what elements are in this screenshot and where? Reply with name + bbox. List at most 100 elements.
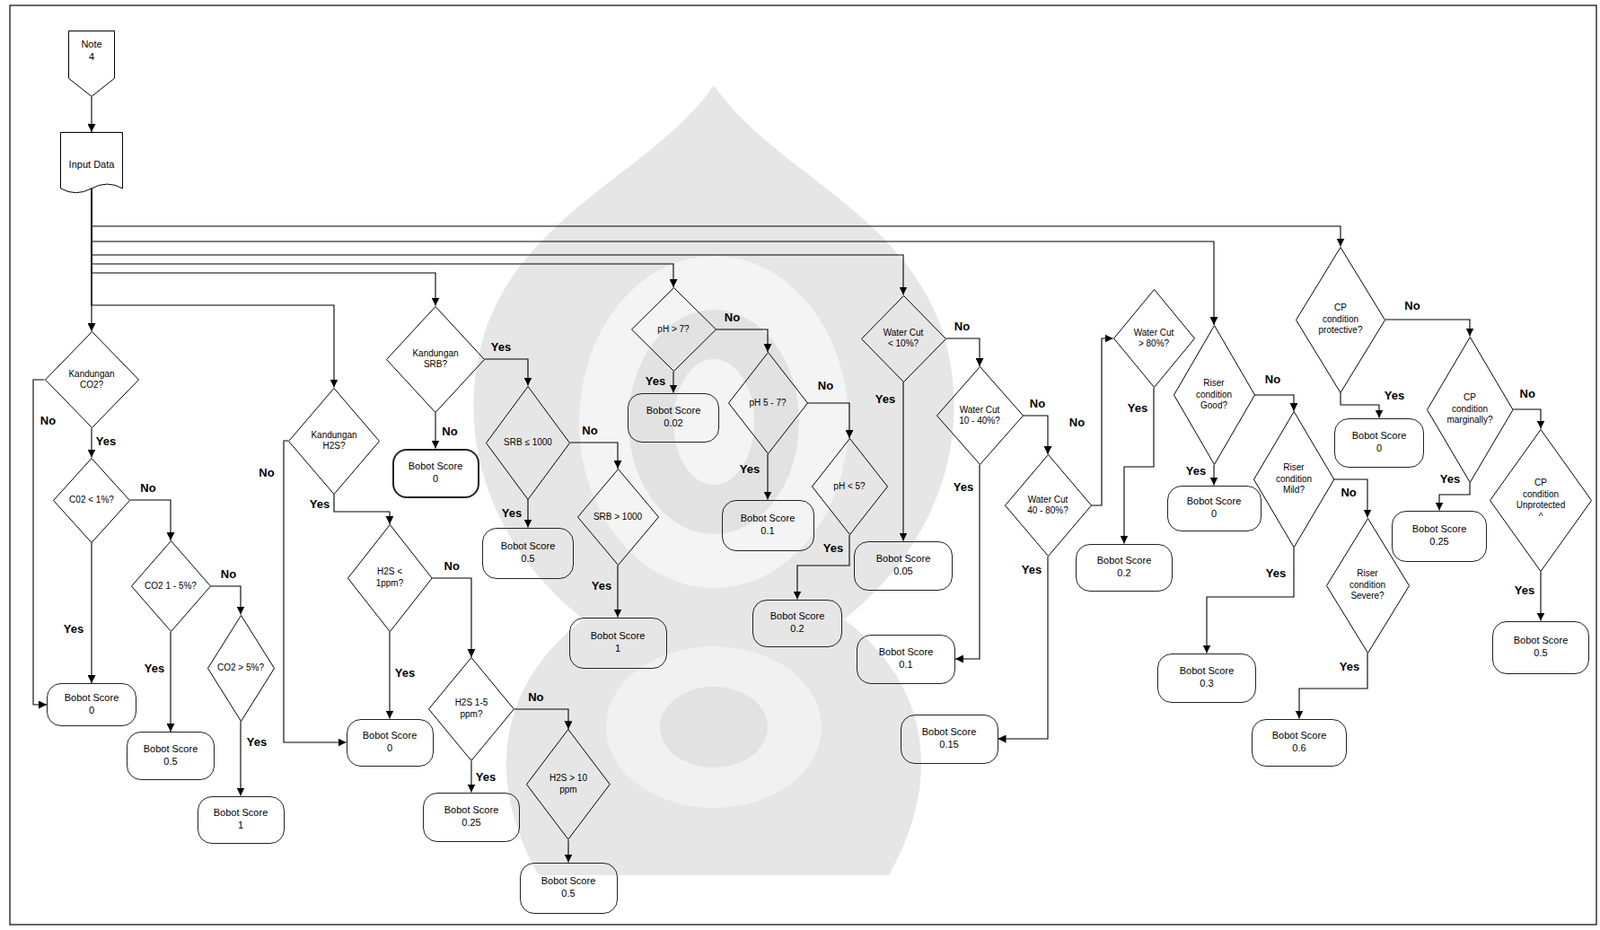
score-terminal: Bobot Score 0.25 xyxy=(1391,510,1487,563)
score-terminal: Bobot Score 0.5 xyxy=(519,862,618,915)
node-text: Bobot Score 0.5 xyxy=(1512,634,1570,660)
score-terminal: Bobot Score 0 xyxy=(392,448,480,499)
edge-label: Yes xyxy=(823,542,844,554)
edge-label: Yes xyxy=(1440,473,1460,485)
edge-label: No xyxy=(1265,373,1281,386)
node-text: Bobot Score 0.5 xyxy=(141,743,200,769)
diamond-shape xyxy=(1004,455,1091,557)
edge-label: No xyxy=(441,424,458,437)
node-text: Water Cut 40 - 80%? xyxy=(1025,494,1071,518)
node-text: Bobot Score 0.6 xyxy=(1270,729,1328,756)
node-text: Water Cut > 80%? xyxy=(1131,327,1177,351)
node-text: Bobot Score 0.3 xyxy=(1178,665,1236,691)
flow-connector xyxy=(1124,387,1154,545)
diamond-shape xyxy=(53,457,131,543)
page-frame xyxy=(9,5,1597,925)
decision-diamond: CP condition Unprotected ^ xyxy=(1489,429,1592,572)
edge-label: Yes xyxy=(246,735,267,748)
flow-connector xyxy=(808,403,851,439)
node-text: H2S 1-5 ppm? xyxy=(446,697,497,721)
connector-note: Note 4 xyxy=(68,30,115,97)
node-text: Note 4 xyxy=(79,38,105,64)
edge-label: Yes xyxy=(475,770,496,783)
node-text: Riser condition Severe? xyxy=(1345,568,1390,603)
flow-connector xyxy=(1299,653,1368,720)
decision-diamond: Water Cut > 80%? xyxy=(1113,289,1196,388)
score-terminal: Bobot Score 0.5 xyxy=(126,731,215,781)
offpage-shape xyxy=(69,31,115,97)
decision-diamond: C02 < 1%? xyxy=(52,457,131,544)
flow-connector xyxy=(90,428,92,458)
diamond-shape xyxy=(386,306,485,413)
score-terminal: Bobot Score 0.02 xyxy=(627,393,720,443)
edge-label: No xyxy=(140,482,156,494)
node-text: pH 5 - 7? xyxy=(748,397,786,410)
flow-connector xyxy=(33,379,47,705)
edge-label: Yes xyxy=(1021,563,1042,576)
flow-connector xyxy=(1091,338,1114,506)
edge-label: Yes xyxy=(501,506,522,519)
diamond-shape xyxy=(131,541,211,633)
decision-diamond: Kandungan CO2? xyxy=(44,331,140,429)
diamond-shape xyxy=(289,387,380,494)
flow-connector xyxy=(998,556,1049,739)
flow-connector xyxy=(570,442,618,469)
diamond-shape xyxy=(631,288,716,372)
flow-connector xyxy=(431,578,472,658)
flow-connector xyxy=(797,535,850,600)
edge-label: No xyxy=(40,414,56,427)
edge-label: Yes xyxy=(953,481,974,493)
decision-diamond: CO2 1 - 5%? xyxy=(131,540,211,633)
edge-label: Yes xyxy=(144,662,165,675)
decision-diamond: Kandungan SRB? xyxy=(386,306,485,414)
score-terminal: Bobot Score 0.15 xyxy=(900,714,999,765)
flow-connector xyxy=(91,188,1214,326)
edge-label: Yes xyxy=(1384,388,1405,401)
edge-label: Yes xyxy=(491,341,511,353)
score-terminal: Bobot Score 0 xyxy=(1167,485,1262,532)
diamond-shape xyxy=(861,295,946,382)
decision-diamond: Kandungan H2S? xyxy=(288,387,380,495)
flow-connector xyxy=(1512,409,1541,430)
edge-label: No xyxy=(1520,386,1536,399)
diamond-shape xyxy=(811,439,888,536)
flow-connector xyxy=(470,761,472,793)
decision-diamond: CP condition protective? xyxy=(1295,246,1386,394)
flow-connector xyxy=(91,188,335,388)
diamond-shape xyxy=(429,658,515,762)
node-text: Kandungan H2S? xyxy=(308,430,360,453)
flow-connector xyxy=(169,632,171,732)
node-text: SRB ≤ 1000 xyxy=(503,437,553,449)
flow-connector xyxy=(91,188,436,307)
decision-diamond: H2S < 1ppm? xyxy=(347,524,433,633)
decision-diamond: SRB ≤ 1000 xyxy=(485,386,571,501)
node-text: Bobot Score 0.1 xyxy=(877,646,935,672)
edge-label: No xyxy=(1340,485,1356,498)
edge-label: No xyxy=(724,311,740,324)
decision-diamond: Water Cut 40 - 80%? xyxy=(1004,454,1092,557)
score-terminal: Bobot Score 0.05 xyxy=(853,541,953,591)
node-text: Bobot Score 0.1 xyxy=(738,512,797,538)
node-text: Bobot Score 0.15 xyxy=(920,726,978,752)
score-terminal: Bobot Score 0 xyxy=(346,719,434,767)
edge-label: Yes xyxy=(1265,567,1286,580)
node-text: Bobot Score 0.02 xyxy=(644,404,703,431)
edge-label: No xyxy=(817,379,834,392)
node-text: Bobot Score 0 xyxy=(406,460,465,486)
flow-connector xyxy=(90,96,92,132)
node-text: pH > 7? xyxy=(657,324,689,336)
flow-connector xyxy=(484,359,528,387)
score-terminal: Bobot Score 0.5 xyxy=(1492,621,1590,675)
node-text: Bobot Score 0.5 xyxy=(539,875,598,901)
edge-label: Yes xyxy=(739,463,760,475)
diamond-shape xyxy=(936,367,1023,466)
node-text: C02 < 1%? xyxy=(69,494,115,507)
flow-connector xyxy=(567,840,569,863)
diamond-shape xyxy=(577,469,659,566)
edge-label: No xyxy=(581,424,598,437)
node-text: Bobot Score 1 xyxy=(589,630,647,656)
watermark-logo xyxy=(473,85,954,876)
flow-connector xyxy=(90,543,92,685)
flow-connector xyxy=(955,465,980,660)
